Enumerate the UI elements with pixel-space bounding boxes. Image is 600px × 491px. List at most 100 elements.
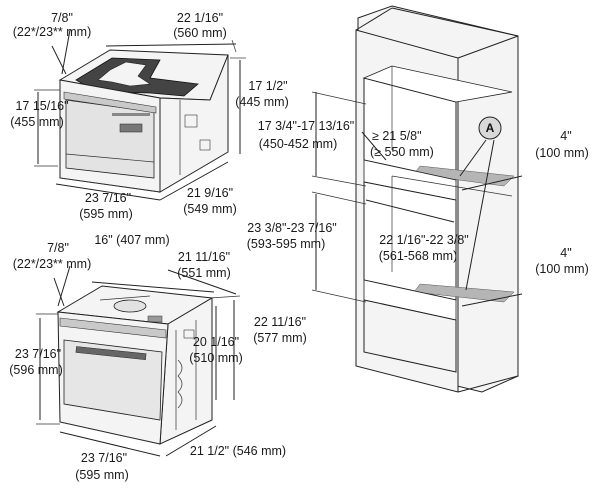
- cab-min-depth-line: [361, 131, 387, 161]
- cabinet-labels: 17 3/4"-17 13/16" (450-452 mm) ≥ 21 5/8"…: [247, 119, 589, 276]
- cab-callout-leader-1: [459, 139, 487, 177]
- wall-depth-a-line: [167, 269, 237, 295]
- wall-width-front-mm: (595 mm): [75, 468, 128, 482]
- cab-min-depth: ≥ 21 5/8": [372, 129, 422, 143]
- cabinet-top-left-edge: [355, 7, 393, 31]
- compact-width-top-tick: [231, 39, 237, 53]
- wall-oven-top-line: [99, 295, 151, 301]
- wall-depth-bottom: 21 1/2" (546 mm): [190, 444, 286, 458]
- compact-oven-display: [112, 113, 150, 116]
- cab-wall-opening-tick-bot: [311, 289, 367, 303]
- wall-depth-b-tick: [209, 295, 241, 299]
- cab-vent-bottom: 4": [560, 246, 571, 260]
- compact-depth-top-leader: [61, 29, 71, 75]
- wall-inner-width-line: [91, 281, 215, 293]
- wall-width-front-line: [59, 431, 161, 457]
- cab-min-depth-mm: (≥ 550 mm): [370, 145, 434, 159]
- cab-wall-opening: 23 3/8"-23 7/16": [247, 221, 337, 235]
- wall-oven-top-fan: [113, 299, 147, 313]
- compact-oven-bottom-edge: [159, 151, 229, 193]
- wall-depth-top-leader: [57, 265, 71, 307]
- wall-oven-control-panel: [59, 317, 167, 339]
- cab-wall-opening-tick-top: [311, 191, 367, 205]
- cab-vent-bottom-mm: (100 mm): [535, 262, 588, 276]
- compact-height-right-mm: (445 mm): [235, 95, 288, 109]
- compact-oven-door: [65, 99, 155, 179]
- compact-width-front-mm: (595 mm): [79, 207, 132, 221]
- wall-oven-side-bracket: [183, 329, 195, 339]
- cab-compact-opening: 17 3/4"-17 13/16": [258, 119, 354, 133]
- compact-oven-labels: 7/8" (22*/23** mm) 22 1/16" (560 mm) 17 …: [10, 11, 288, 221]
- wall-oven-dimensions: [36, 265, 241, 457]
- wall-depth-b-mm: (577 mm): [253, 331, 306, 345]
- cab-opening-width: 22 1/16"-22 3/8": [379, 233, 469, 247]
- callout-a: A: [478, 116, 502, 140]
- cab-vent-bottom-line: [461, 293, 523, 307]
- wall-depth-bottom-line: [165, 425, 217, 457]
- wall-height-inner: 20 1/16": [193, 335, 239, 349]
- cab-opening-width-mm: (561-568 mm): [379, 249, 458, 263]
- wall-oven-side-cable: [177, 359, 183, 409]
- cabinet-drawing: [355, 5, 519, 393]
- cabinet-wall-top-back: [391, 175, 513, 197]
- wall-height-left: 23 7/16": [15, 347, 61, 361]
- compact-width-top-mm: (560 mm): [173, 26, 226, 40]
- wall-inner-width: 16" (407 mm): [94, 233, 169, 247]
- compact-height-left-mm: (455 mm): [10, 115, 63, 129]
- compact-width-front-line: [55, 183, 161, 201]
- wall-height-inner-mm: (510 mm): [189, 351, 242, 365]
- cab-vent-top-mm: (100 mm): [535, 146, 588, 160]
- cabinet-dimensions: [311, 91, 523, 307]
- cab-vent-top-line: [461, 175, 523, 191]
- wall-oven-handle: [75, 346, 147, 361]
- wall-depth-b: 22 11/16": [254, 315, 306, 329]
- cab-compact-opening-mm: (450-452 mm): [259, 137, 338, 151]
- cab-opening-width-line: [365, 199, 455, 223]
- compact-oven-top-inset: [97, 61, 151, 87]
- cabinet-top-back-edge: [391, 7, 519, 37]
- cab-compact-opening-tick-top: [311, 91, 367, 105]
- cab-wall-opening-mm: (593-595 mm): [247, 237, 326, 251]
- cab-compact-opening-tick-bot: [311, 175, 367, 187]
- cab-vent-top: 4": [560, 129, 571, 143]
- wall-oven-drawing: [56, 285, 214, 445]
- compact-depth-top-mm: (22*/23** mm): [13, 25, 92, 39]
- wall-width-front: 23 7/16": [81, 451, 127, 465]
- compact-oven-front-bottom: [59, 177, 161, 193]
- compact-width-top-line: [105, 43, 237, 47]
- wall-depth-top-mm: (22*/23** mm): [13, 257, 92, 271]
- compact-oven-side-bracket: [184, 114, 198, 128]
- cabinet-vent-bottom: [413, 283, 515, 303]
- cabinet-base-drawer: [363, 299, 457, 373]
- compact-depth-top: 7/8": [51, 11, 73, 25]
- compact-width-top: 22 1/16": [177, 11, 223, 25]
- compact-height-right: 17 1/2": [248, 79, 287, 93]
- wall-depth-a-mm: (551 mm): [177, 266, 230, 280]
- cabinet-compact-opening-top: [362, 65, 513, 103]
- cabinet-bottom-right: [457, 375, 519, 393]
- wall-depth-a: 21 11/16": [178, 250, 230, 264]
- wall-oven-door-bottom: [63, 403, 161, 421]
- wall-oven-labels: 7/8" (22*/23** mm) 16" (407 mm) 21 11/16…: [9, 233, 306, 482]
- compact-oven-control-panel: [63, 91, 157, 114]
- callout-a-circle: [478, 116, 502, 140]
- compact-width-front: 23 7/16": [85, 191, 131, 205]
- wall-depth-top-line: [53, 277, 65, 307]
- wall-depth-top: 7/8": [47, 241, 69, 255]
- compact-oven-door-line: [65, 153, 155, 163]
- compact-depth-side-line: [159, 161, 229, 201]
- compact-depth-top-line: [51, 45, 67, 75]
- wall-oven-front-bottom: [59, 421, 161, 445]
- compact-oven-handle: [119, 123, 143, 133]
- compact-height-left: 17 15/16": [15, 99, 68, 113]
- wall-height-left-mm: (596 mm): [9, 363, 62, 377]
- wall-oven-top-vent: [147, 315, 163, 323]
- compact-oven-side-bracket-2: [199, 139, 211, 151]
- compact-oven-drawing: [58, 49, 229, 193]
- compact-oven-dimensions: [34, 29, 246, 201]
- compact-depth-side: 21 9/16": [187, 186, 233, 200]
- cab-callout-leader-2: [465, 139, 495, 291]
- callout-a-label: A: [486, 121, 495, 135]
